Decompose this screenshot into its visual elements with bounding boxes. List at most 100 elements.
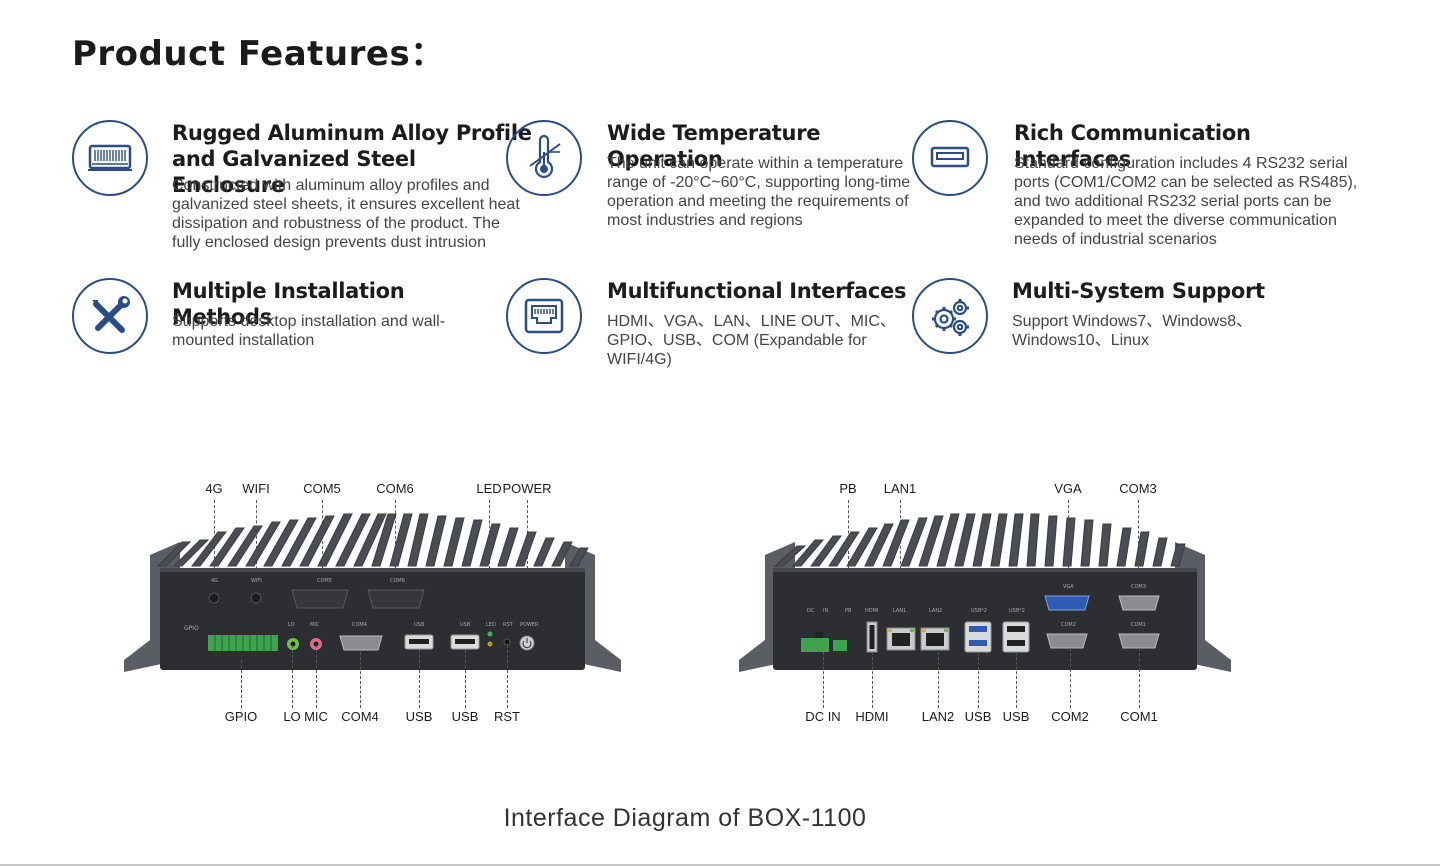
silk-usb-2: USB xyxy=(460,622,471,628)
feature-multi-system: Multi-System Support Support Windows7、Wi… xyxy=(912,278,1352,358)
leader-line xyxy=(938,652,939,708)
feature-description: HDMI、VGA、LAN、LINE OUT、MIC、GPIO、USB、COM (… xyxy=(607,313,896,368)
feature-description: Standard configuration includes 4 RS232 … xyxy=(1014,155,1358,248)
feature-description: The unit can operate within a temperatur… xyxy=(607,155,911,229)
label-usb: USB xyxy=(964,709,992,724)
gears-icon xyxy=(912,278,988,354)
feature-description: Constructed with aluminum alloy profiles… xyxy=(172,177,520,251)
leader-line xyxy=(214,500,215,600)
feature-installation: Multiple Installation Methods Supports d… xyxy=(72,278,492,358)
com1-port xyxy=(1118,633,1160,649)
leader-line xyxy=(848,500,849,610)
com4-port xyxy=(339,635,383,651)
silk-com5: COM5 xyxy=(317,578,332,584)
label-com1: COM1 xyxy=(1120,709,1158,724)
feature-title: Rich Communication Interfaces xyxy=(1014,121,1251,171)
silk-lan2: LAN2 xyxy=(929,608,942,614)
antenna-wifi-port xyxy=(250,592,262,604)
usb-port-icon xyxy=(912,120,988,196)
led-indicator xyxy=(487,631,493,637)
vga-port xyxy=(1044,595,1090,611)
leader-line xyxy=(1070,648,1071,708)
silk-led: LED xyxy=(486,622,496,628)
thermometer-icon xyxy=(506,120,582,196)
ethernet-port-icon xyxy=(506,278,582,354)
leader-line xyxy=(419,650,420,708)
silk-mic: MIC xyxy=(310,622,320,628)
page-title: Product Features： xyxy=(72,34,445,74)
label-lan2: LAN2 xyxy=(921,709,955,724)
front-panel-chassis: GPIO 4G WIFI COM5 COM6 LO MIC COM4 USB U… xyxy=(124,513,621,672)
label-com6: COM6 xyxy=(376,481,414,496)
leader-line xyxy=(900,500,901,625)
label-com3: COM3 xyxy=(1119,481,1157,496)
label-vga: VGA xyxy=(1054,481,1082,496)
silk-in: IN xyxy=(823,608,828,614)
silk-gpio: GPIO xyxy=(184,625,199,632)
silk-com2: COM2 xyxy=(1061,622,1076,628)
silk-vga: VGA xyxy=(1063,584,1074,590)
leader-line xyxy=(1139,648,1140,708)
dc-in-terminal xyxy=(801,638,829,652)
label-usb: USB xyxy=(1002,709,1030,724)
silk-usb-1: USB xyxy=(414,622,425,628)
label-rst: RST xyxy=(494,709,520,724)
silk-wifi: WIFI xyxy=(251,578,262,584)
leader-line xyxy=(360,652,361,708)
label-lan1: LAN1 xyxy=(883,481,917,496)
silk-power: POWER xyxy=(520,622,539,628)
label-wifi: WIFI xyxy=(242,481,270,496)
feature-temperature: Wide Temperature Operation The unit can … xyxy=(506,120,916,240)
feature-title: Wide Temperature Operation xyxy=(607,121,821,171)
leader-line xyxy=(292,645,293,708)
silk-hdmi: HDMI xyxy=(865,608,878,614)
enclosure-icon xyxy=(72,120,148,196)
feature-multifunctional: Multifunctional Interfaces HDMI、VGA、LAN、… xyxy=(506,278,916,368)
label-com2: COM2 xyxy=(1051,709,1089,724)
leader-line xyxy=(465,650,466,708)
diagram-caption: Interface Diagram of BOX-1100 xyxy=(503,804,867,832)
feature-description: Supports desktop installation and wall-m… xyxy=(172,313,446,349)
label-gpio: GPIO xyxy=(224,709,258,724)
feature-title: Multifunctional Interfaces xyxy=(607,279,907,303)
silk-pb: PB xyxy=(845,608,852,614)
leader-line xyxy=(823,652,824,708)
feature-description: Support Windows7、Windows8、Windows10、Linu… xyxy=(1012,313,1253,349)
com5-knockout xyxy=(291,589,349,609)
silk-com1: COM1 xyxy=(1131,622,1146,628)
label-usb: USB xyxy=(405,709,433,724)
leader-line xyxy=(527,500,528,630)
leader-line xyxy=(1016,652,1017,708)
label-com5: COM5 xyxy=(303,481,341,496)
leader-line xyxy=(316,645,317,708)
silk-usb2-b: USB*2 xyxy=(1009,608,1025,614)
silk-lan1: LAN1 xyxy=(893,608,906,614)
leader-line xyxy=(978,652,979,708)
leader-line xyxy=(241,660,242,708)
com2-port xyxy=(1046,633,1088,649)
label-lo: LO xyxy=(283,709,301,724)
feature-communication: Rich Communication Interfaces Standard c… xyxy=(912,120,1372,260)
com3-port xyxy=(1118,595,1160,611)
label-hdmi: HDMI xyxy=(855,709,889,724)
label-led: LED xyxy=(476,481,502,496)
leader-line xyxy=(872,652,873,708)
bottom-divider xyxy=(0,864,1440,866)
silk-usb2-a: USB*2 xyxy=(971,608,987,614)
silk-com4: COM4 xyxy=(352,622,367,628)
leader-line xyxy=(322,500,323,590)
silk-rst: RST xyxy=(503,622,514,628)
silk-com3: COM3 xyxy=(1131,584,1146,590)
label-4g: 4G xyxy=(205,481,223,496)
tools-icon xyxy=(72,278,148,354)
silk-com6: COM6 xyxy=(390,578,405,584)
label-com4: COM4 xyxy=(341,709,379,724)
com6-knockout xyxy=(367,589,425,609)
silk-dc: DC xyxy=(807,608,815,614)
antenna-4g-port xyxy=(208,592,220,604)
feature-title: Multi-System Support xyxy=(1012,279,1265,303)
leader-line xyxy=(507,645,508,708)
feature-title: Multiple Installation Methods xyxy=(172,279,405,329)
